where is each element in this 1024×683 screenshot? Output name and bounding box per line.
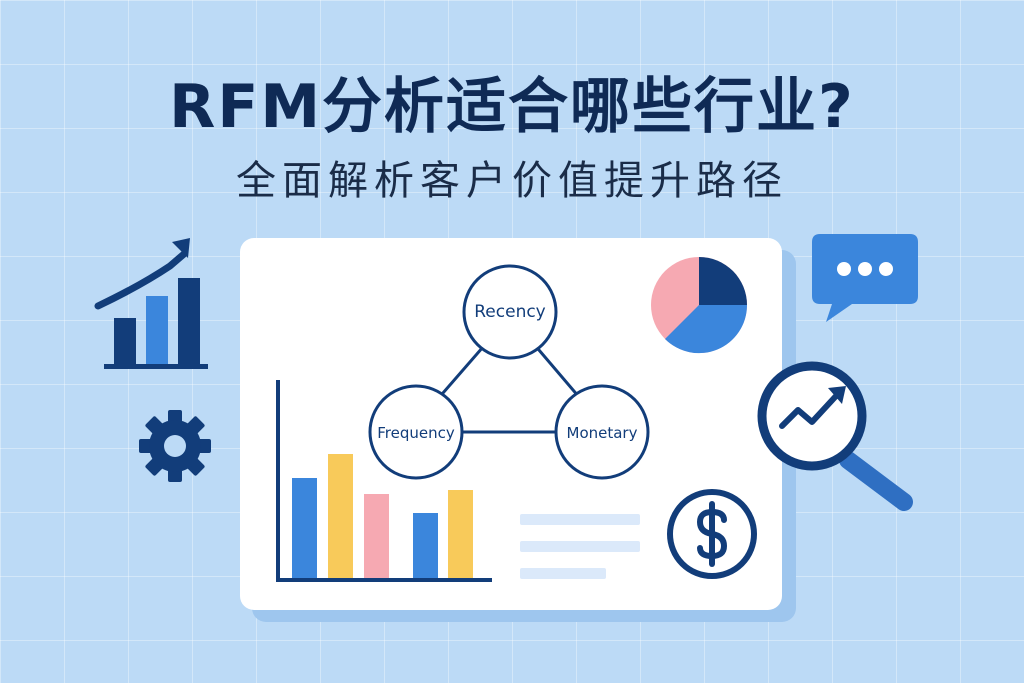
bar-1 [292, 478, 317, 578]
frequency-label: Frequency [377, 424, 455, 442]
rfm-diagram: Recency Frequency Monetary [368, 264, 650, 480]
x-axis [276, 578, 492, 582]
frequency-node [368, 384, 464, 480]
page-title: RFM分析适合哪些行业? [169, 72, 855, 142]
dollar-icon [667, 489, 757, 579]
bar-2 [328, 454, 353, 578]
growth-chart-icon [94, 238, 208, 369]
chat-bubble-icon [812, 234, 918, 322]
text-line-2 [520, 541, 640, 552]
text-line-3 [520, 568, 606, 579]
bar-chart-icon [276, 380, 492, 582]
gear-icon [139, 410, 211, 482]
recency-label: Recency [474, 302, 546, 322]
bar-3 [364, 494, 389, 578]
recency-node [462, 264, 558, 360]
bar-5 [448, 490, 473, 578]
pie-chart-icon [651, 257, 748, 354]
magnifier-trend-icon [757, 361, 913, 511]
text-line-1 [520, 514, 640, 525]
bar-4 [413, 513, 438, 578]
page-subtitle: 全面解析客户价值提升路径 [236, 158, 788, 204]
y-axis [276, 380, 280, 582]
monetary-label: Monetary [567, 424, 638, 442]
monetary-node [554, 384, 650, 480]
